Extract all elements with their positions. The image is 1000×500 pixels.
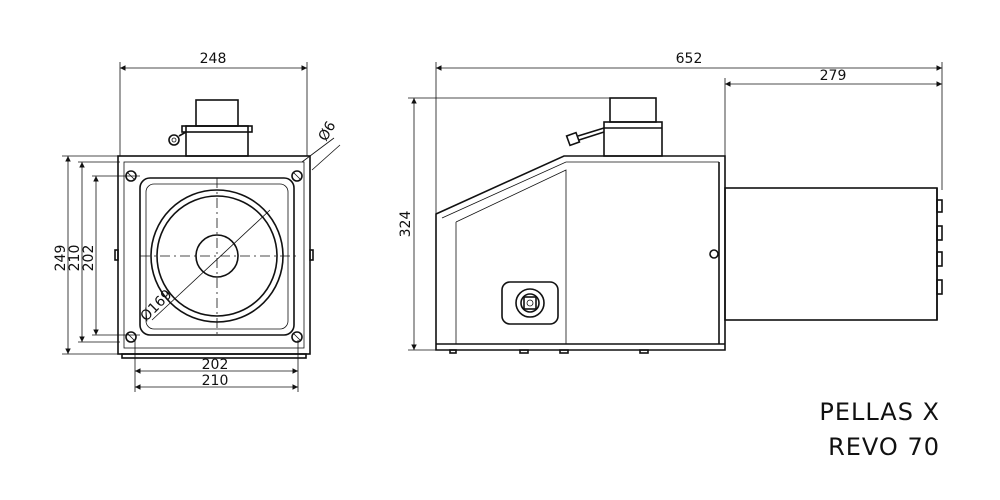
fitting-6-label: Ø6 — [316, 119, 340, 144]
dim-210-horizontal-label: 210 — [202, 373, 229, 389]
dim-279-label: 279 — [820, 68, 847, 84]
screw-icon-bottom-right — [291, 331, 303, 343]
thermostat-icon — [168, 131, 187, 146]
power-socket-icon — [501, 281, 559, 325]
side-housing — [435, 155, 726, 351]
dim-652-label: 652 — [676, 51, 703, 67]
sensor-icon — [565, 127, 605, 147]
screw-icon-bottom-left — [125, 331, 137, 343]
model-title-line2: REVO 70 — [828, 433, 940, 461]
dim-210-vertical-label: 210 — [67, 245, 83, 272]
diameter-169-label: Ø169 — [138, 287, 176, 325]
burner-tube — [724, 187, 938, 321]
dim-248-label: 248 — [200, 51, 227, 67]
front-view: 248 Ø169 — [53, 51, 341, 392]
dim-202-vertical-label: 202 — [81, 245, 97, 272]
side-view: 652 279 324 — [398, 51, 943, 354]
dim-324-label: 324 — [398, 211, 414, 238]
screw-icon-side — [709, 249, 719, 259]
dim-249-label: 249 — [53, 245, 69, 272]
model-title-line1: PELLAS X — [819, 398, 940, 426]
screw-icon-top-right — [291, 170, 303, 182]
dim-202-horizontal-label: 202 — [202, 357, 229, 373]
